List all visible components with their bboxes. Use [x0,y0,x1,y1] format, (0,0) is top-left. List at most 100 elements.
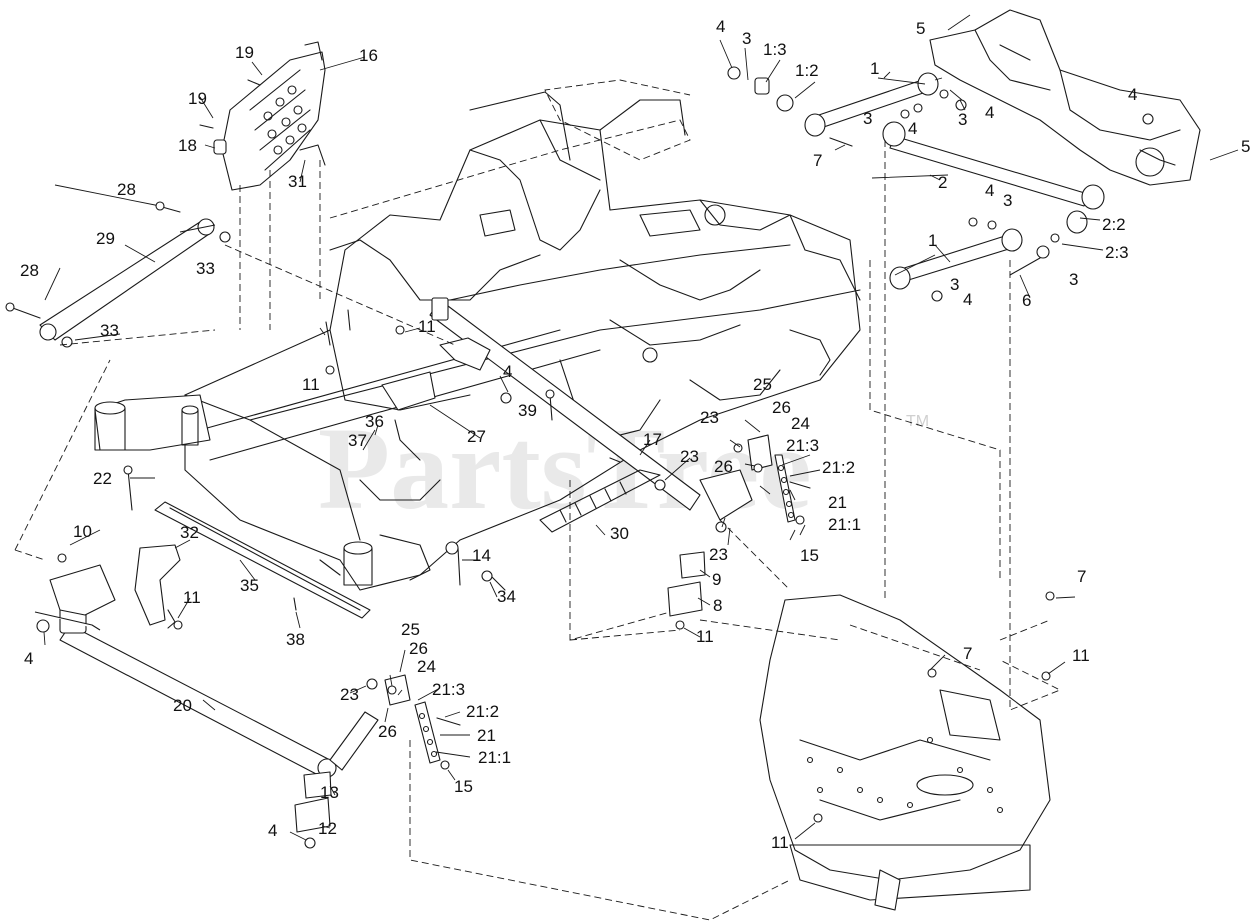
callout-4: 4 [908,119,917,138]
callout-3: 3 [950,275,959,294]
callout-19: 19 [188,89,207,108]
callout-20: 20 [173,696,192,715]
lift-shaft-27 [381,297,753,533]
callout-26: 26 [409,639,428,658]
chain-assembly-lower [384,674,441,764]
callout-4: 4 [716,17,725,36]
hardware-pins [57,89,1154,849]
callout-4: 4 [963,290,972,309]
callout-28: 28 [20,261,39,280]
watermark-text: PartsTree [318,403,812,534]
callout-13: 13 [320,783,339,802]
callout-30: 30 [610,524,629,543]
callout-4: 4 [503,362,512,381]
lift-bar-20 [34,544,379,778]
callout-24: 24 [417,657,436,676]
callout-21: 21 [828,493,847,512]
callout-11: 11 [1072,646,1090,665]
callout-39: 39 [518,401,537,420]
leader-lines [43,14,1239,841]
callout-1: 1 [928,231,937,250]
callout-1-3: 1:3 [763,40,787,59]
watermark-trademark: TM [906,413,929,430]
callout-11: 11 [302,375,320,394]
callout-5: 5 [1241,137,1250,156]
callout-21-2: 21:2 [466,702,499,721]
callout-11: 11 [696,627,714,646]
callout-3: 3 [1069,270,1078,289]
callout-5: 5 [916,19,925,38]
callout-17: 17 [643,430,662,449]
callout-6: 6 [1022,291,1031,310]
callout-11: 11 [418,317,436,336]
callout-16: 16 [359,46,378,65]
callout-7: 7 [1077,567,1086,586]
callout-37: 37 [348,431,367,450]
link-arm-29 [5,201,231,348]
callout-15: 15 [454,777,473,796]
callout-labels: 1 1 1:2 1:3 2 2:2 2:3 3 3 3 3 3 3 4 4 4 … [20,17,1250,852]
callout-2-3: 2:3 [1105,243,1129,262]
callout-23: 23 [340,685,359,704]
callout-28: 28 [117,180,136,199]
mower-deck [759,594,1051,911]
callout-33: 33 [196,259,215,278]
callout-8: 8 [713,596,722,615]
callout-2-2: 2:2 [1102,215,1126,234]
chain-assembly-upper [747,434,796,523]
callout-3: 3 [863,109,872,128]
links-1-2 [727,66,1105,290]
callout-1-2: 1:2 [795,61,819,80]
callout-29: 29 [96,229,115,248]
clip-8-9 [667,551,706,617]
callout-23: 23 [680,447,699,466]
callout-21-3: 21:3 [786,436,819,455]
callout-32: 32 [180,523,199,542]
callout-4: 4 [1128,85,1137,104]
callout-25: 25 [401,620,420,639]
callout-27: 27 [467,427,486,446]
callout-12: 12 [318,819,337,838]
callout-33: 33 [100,321,119,340]
callout-21-1: 21:1 [828,515,861,534]
callout-21-3: 21:3 [432,680,465,699]
callout-23: 23 [700,408,719,427]
callout-4: 4 [985,181,994,200]
callout-25: 25 [753,375,772,394]
callout-2: 2 [938,173,947,192]
callout-1: 1 [870,59,879,78]
callout-4: 4 [268,821,277,840]
callout-22: 22 [93,469,112,488]
control-plate-assembly [199,41,326,191]
callout-19: 19 [235,43,254,62]
callout-4: 4 [985,103,994,122]
callout-21: 21 [477,726,496,745]
callout-7: 7 [813,151,822,170]
callout-11: 11 [771,833,789,852]
callout-35: 35 [240,576,259,595]
callout-9: 9 [712,570,721,589]
callout-3: 3 [1003,191,1012,210]
callout-3: 3 [958,110,967,129]
rear-bracket [929,9,1201,186]
callout-21-1: 21:1 [478,748,511,767]
callout-18: 18 [178,136,197,155]
callout-10: 10 [73,522,92,541]
callout-34: 34 [497,587,516,606]
callout-7: 7 [963,644,972,663]
callout-31: 31 [288,172,307,191]
clip-12-13 [294,771,332,833]
blade-35 [154,501,371,619]
callout-4: 4 [24,649,33,668]
callout-26: 26 [378,722,397,741]
callout-38: 38 [286,630,305,649]
main-frame [94,79,861,591]
callout-36: 36 [365,412,384,431]
callout-21-2: 21:2 [822,458,855,477]
callout-26: 26 [772,398,791,417]
callout-14: 14 [472,546,491,565]
callout-24: 24 [791,414,810,433]
callout-3: 3 [742,29,751,48]
